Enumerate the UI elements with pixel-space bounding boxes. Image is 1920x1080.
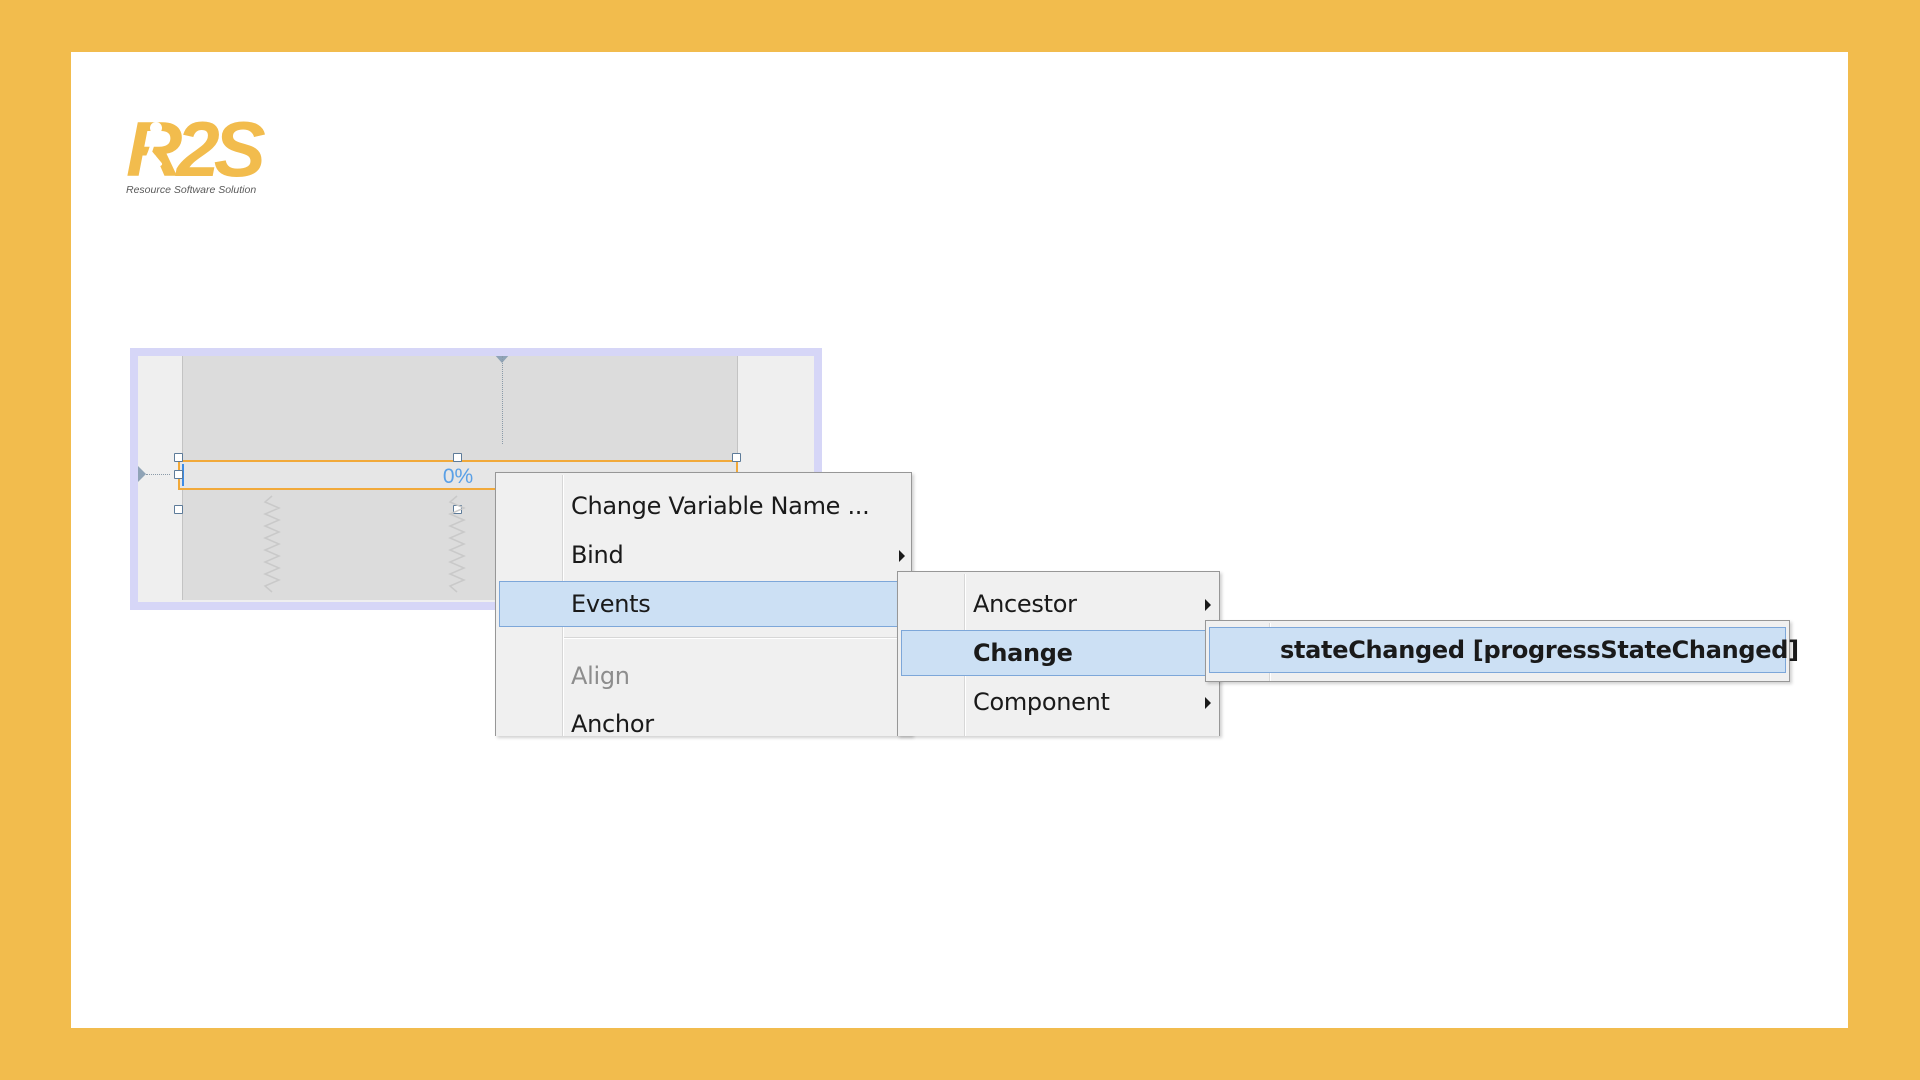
menu-item-events[interactable]: Events — [499, 581, 908, 627]
menu-item-label: Ancestor — [973, 590, 1077, 618]
menu-item-component[interactable]: Component — [901, 679, 1216, 725]
logo-tagline: Resource Software Solution — [126, 184, 257, 196]
menu-item-label: stateChanged [progressStateChanged] — [1280, 636, 1799, 664]
menu-item-ancestor[interactable]: Ancestor — [901, 581, 1216, 627]
resize-handle-sw[interactable] — [174, 505, 183, 514]
menu-item-label: Events — [571, 590, 651, 618]
left-guide — [146, 474, 170, 475]
events-submenu: Ancestor Change Component — [897, 571, 1220, 736]
menu-item-state-changed[interactable]: stateChanged [progressStateChanged] — [1209, 627, 1799, 673]
menu-item-label: Change Variable Name ... — [571, 492, 870, 520]
resize-handle-w[interactable] — [174, 470, 183, 479]
left-anchor-marker — [138, 466, 146, 482]
resize-handle-nw[interactable] — [174, 453, 183, 462]
menu-item-align[interactable]: Align — [499, 653, 908, 699]
context-menu: Change Variable Name ... Bind Events Ali… — [495, 472, 912, 736]
menu-item-label: Component — [973, 688, 1110, 716]
vertical-guide — [502, 356, 503, 444]
submenu-arrow-icon — [1205, 599, 1211, 611]
progress-caret — [182, 464, 184, 486]
menu-item-label: Anchor — [571, 710, 654, 736]
menu-item-bind[interactable]: Bind — [499, 532, 908, 578]
menu-item-change[interactable]: Change — [901, 630, 1216, 676]
resize-handle-ne[interactable] — [732, 453, 741, 462]
menu-item-anchor[interactable]: Anchor — [499, 701, 908, 736]
resize-handle-n[interactable] — [453, 453, 462, 462]
menu-item-label: Align — [571, 662, 630, 690]
submenu-arrow-icon — [899, 550, 905, 562]
spring-guides — [263, 495, 466, 593]
menu-item-label: Change — [973, 639, 1073, 667]
menu-separator — [564, 637, 905, 639]
r2s-logo: R2S Resource Software Solution — [126, 105, 276, 198]
r2s-logo-mark: R2S — [126, 105, 272, 193]
progress-percent-label: 0% — [442, 465, 474, 488]
svg-text:R2S: R2S — [126, 106, 266, 180]
change-submenu: stateChanged [progressStateChanged] — [1205, 620, 1799, 682]
menu-item-label: Bind — [571, 541, 624, 569]
menu-item-change-variable-name[interactable]: Change Variable Name ... — [499, 483, 908, 529]
submenu-arrow-icon — [1205, 697, 1211, 709]
